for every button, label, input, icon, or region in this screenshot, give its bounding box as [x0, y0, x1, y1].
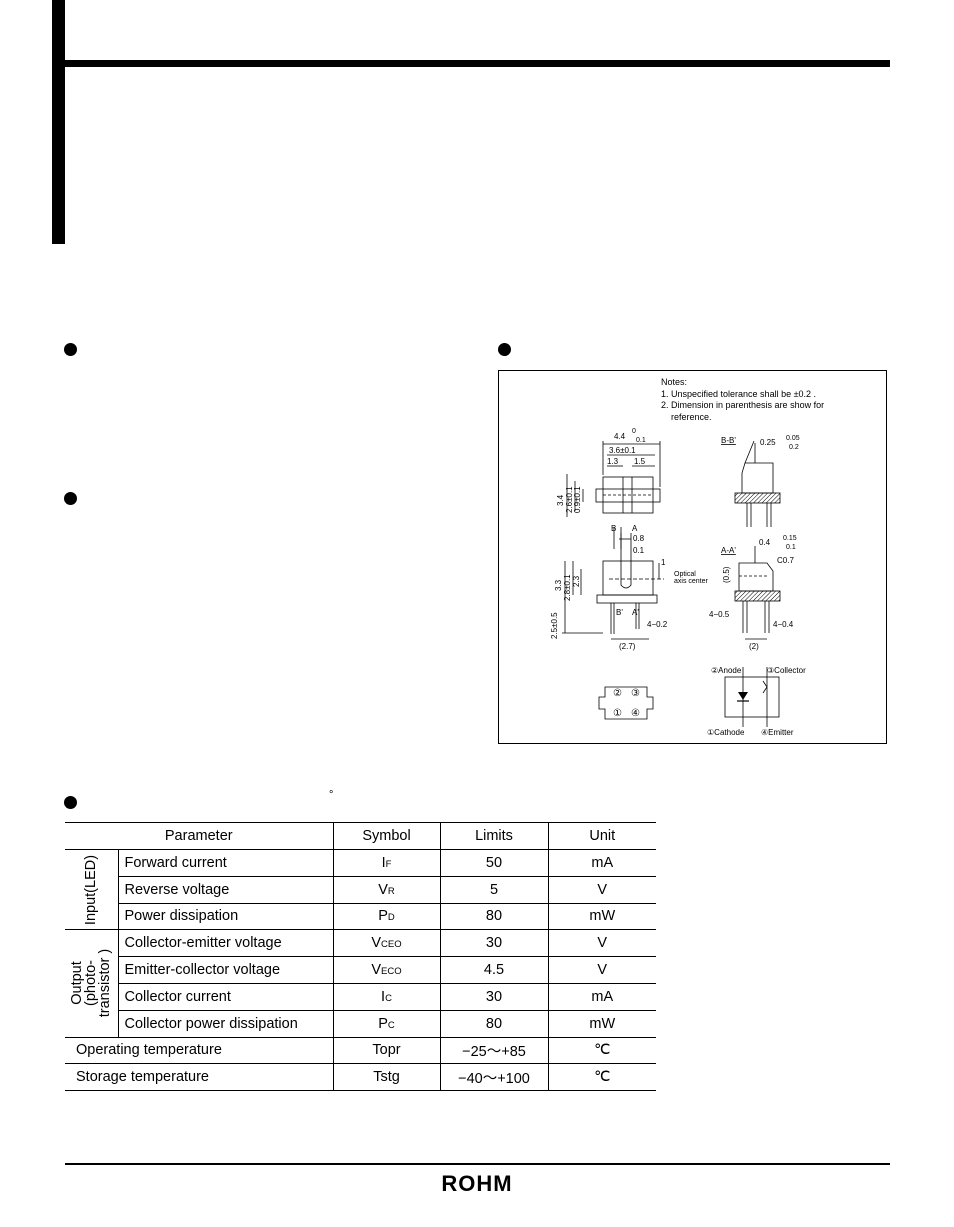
- svg-text:②Anode: ②Anode: [711, 666, 742, 675]
- symbol-cell: IF: [332, 849, 440, 877]
- header-parameter: Parameter: [65, 822, 333, 850]
- table-row: Collector current IC 30 mA: [65, 983, 656, 1011]
- svg-text:0.15: 0.15: [783, 535, 797, 542]
- svg-text:①: ①: [613, 708, 622, 719]
- svg-text:1: 1: [661, 558, 666, 567]
- svg-text:0.8: 0.8: [633, 534, 645, 543]
- circuit-box: [724, 676, 780, 718]
- symbol-cell: PD: [332, 903, 440, 931]
- header-unit: Unit: [547, 822, 656, 850]
- svg-text:0.25: 0.25: [760, 438, 776, 447]
- svg-text:1.5: 1.5: [634, 457, 646, 466]
- rohm-logo: ROHM: [441, 1172, 512, 1194]
- svg-text:②: ②: [613, 688, 622, 699]
- svg-text:B-B': B-B': [721, 436, 736, 445]
- header-limits: Limits: [439, 822, 548, 850]
- symbol-cell: VCEO: [332, 929, 440, 958]
- svg-text:③: ③: [631, 688, 640, 699]
- svg-text:0.9±0.1: 0.9±0.1: [573, 486, 582, 513]
- svg-text:2.5±0.5: 2.5±0.5: [550, 612, 559, 639]
- symbol-cell: Tstg: [332, 1063, 440, 1092]
- symbol-cell: IC: [332, 983, 440, 1011]
- table-row: Operating temperature Topr −25～+85 ℃: [65, 1037, 656, 1065]
- svg-text:(2.7): (2.7): [619, 642, 636, 651]
- table-row: Storage temperature Tstg −40～+100 ℃: [65, 1063, 656, 1092]
- table-header-row: Parameter Symbol Limits Unit: [65, 822, 656, 850]
- front-view-body: [602, 560, 654, 596]
- note-1: 1. Unspecified tolerance shall be ±0.2 .: [661, 388, 817, 399]
- table-row: Output (photo- transistor ) Collector-em…: [65, 929, 656, 1038]
- section-bullet-dimensions: [498, 343, 511, 356]
- svg-text:A': A': [632, 608, 639, 617]
- group-input-led: Input(LED): [65, 849, 118, 931]
- table-row: Emitter-collector voltage VECO 4.5 V: [65, 956, 656, 984]
- figure-notes: Notes: 1. Unspecified tolerance shall be…: [661, 377, 824, 423]
- dimensions-figure: Notes: 1. Unspecified tolerance shall be…: [498, 370, 887, 744]
- svg-text:C0.7: C0.7: [777, 556, 794, 565]
- symbol-cell: PC: [332, 1010, 440, 1038]
- svg-text:axis center: axis center: [674, 578, 709, 585]
- svg-text:0: 0: [632, 428, 636, 435]
- dimension-drawing: 4.4 0 0.1 3.6±0.1 1.3 1.5 3.4 2.6±0.1 0.…: [550, 428, 806, 737]
- svg-text:1.3: 1.3: [607, 457, 619, 466]
- header-symbol: Symbol: [332, 822, 440, 850]
- pad-view-outline: [598, 686, 654, 720]
- table-row: Collector power dissipation PC 80 mW: [65, 1010, 656, 1038]
- bb-section-body: [741, 462, 774, 494]
- svg-text:A: A: [632, 524, 638, 533]
- svg-text:ROHM: ROHM: [441, 1172, 512, 1194]
- svg-text:(2): (2): [749, 642, 759, 651]
- svg-text:0.1: 0.1: [636, 437, 646, 444]
- svg-text:3.4: 3.4: [556, 494, 565, 506]
- header-horizontal-rule: [52, 60, 890, 67]
- degree-mark: °: [329, 789, 334, 801]
- symbol-cell: VR: [332, 876, 440, 904]
- table-row: Reverse voltage VR 5 V: [65, 876, 656, 904]
- svg-text:4−0.2: 4−0.2: [647, 620, 668, 629]
- svg-text:A-A': A-A': [721, 546, 736, 555]
- svg-text:2.8±0.1: 2.8±0.1: [563, 574, 572, 601]
- svg-text:2.6±0.1: 2.6±0.1: [565, 486, 574, 513]
- footer-rule: [65, 1163, 890, 1165]
- symbol-cell: VECO: [332, 956, 440, 984]
- svg-text:(0.5): (0.5): [722, 566, 731, 583]
- svg-text:0.1: 0.1: [786, 544, 796, 551]
- svg-text:④: ④: [631, 708, 640, 719]
- group-output-phototransistor: Output (photo- transistor ): [65, 929, 118, 1038]
- svg-text:4−0.5: 4−0.5: [709, 610, 730, 619]
- section-bullet-2: [64, 492, 77, 505]
- svg-text:Optical: Optical: [674, 571, 696, 578]
- svg-text:0.2: 0.2: [789, 444, 799, 451]
- svg-text:B': B': [616, 608, 623, 617]
- symbol-cell: Topr: [332, 1037, 440, 1065]
- svg-text:B: B: [611, 524, 616, 533]
- note-2-cont: reference.: [671, 411, 712, 422]
- ratings-table: Parameter Symbol Limits Unit Input(LED) …: [65, 822, 656, 1092]
- note-2: 2. Dimension in parenthesis are show for: [661, 400, 825, 410]
- svg-text:2.3: 2.3: [572, 575, 581, 587]
- svg-text:3.3: 3.3: [554, 579, 563, 591]
- svg-text:3.6±0.1: 3.6±0.1: [609, 446, 636, 455]
- table-row: Power dissipation PD 80 mW: [65, 903, 656, 931]
- header-vertical-bar: [52, 0, 65, 244]
- svg-text:0.1: 0.1: [633, 546, 645, 555]
- svg-text:③Collector: ③Collector: [767, 666, 806, 675]
- aa-section-body: [738, 562, 774, 592]
- section-bullet-ratings: [64, 796, 77, 809]
- table-row: Input(LED) Forward current IF 50 mA: [65, 849, 656, 931]
- svg-text:0.4: 0.4: [759, 538, 771, 547]
- svg-text:①Cathode: ①Cathode: [707, 728, 745, 737]
- svg-text:④Emitter: ④Emitter: [761, 728, 794, 737]
- svg-text:4−0.4: 4−0.4: [773, 620, 794, 629]
- dim-4-4: 4.4: [614, 432, 626, 441]
- svg-text:0.05: 0.05: [786, 435, 800, 442]
- section-bullet-1: [64, 343, 77, 356]
- notes-title: Notes:: [661, 377, 688, 387]
